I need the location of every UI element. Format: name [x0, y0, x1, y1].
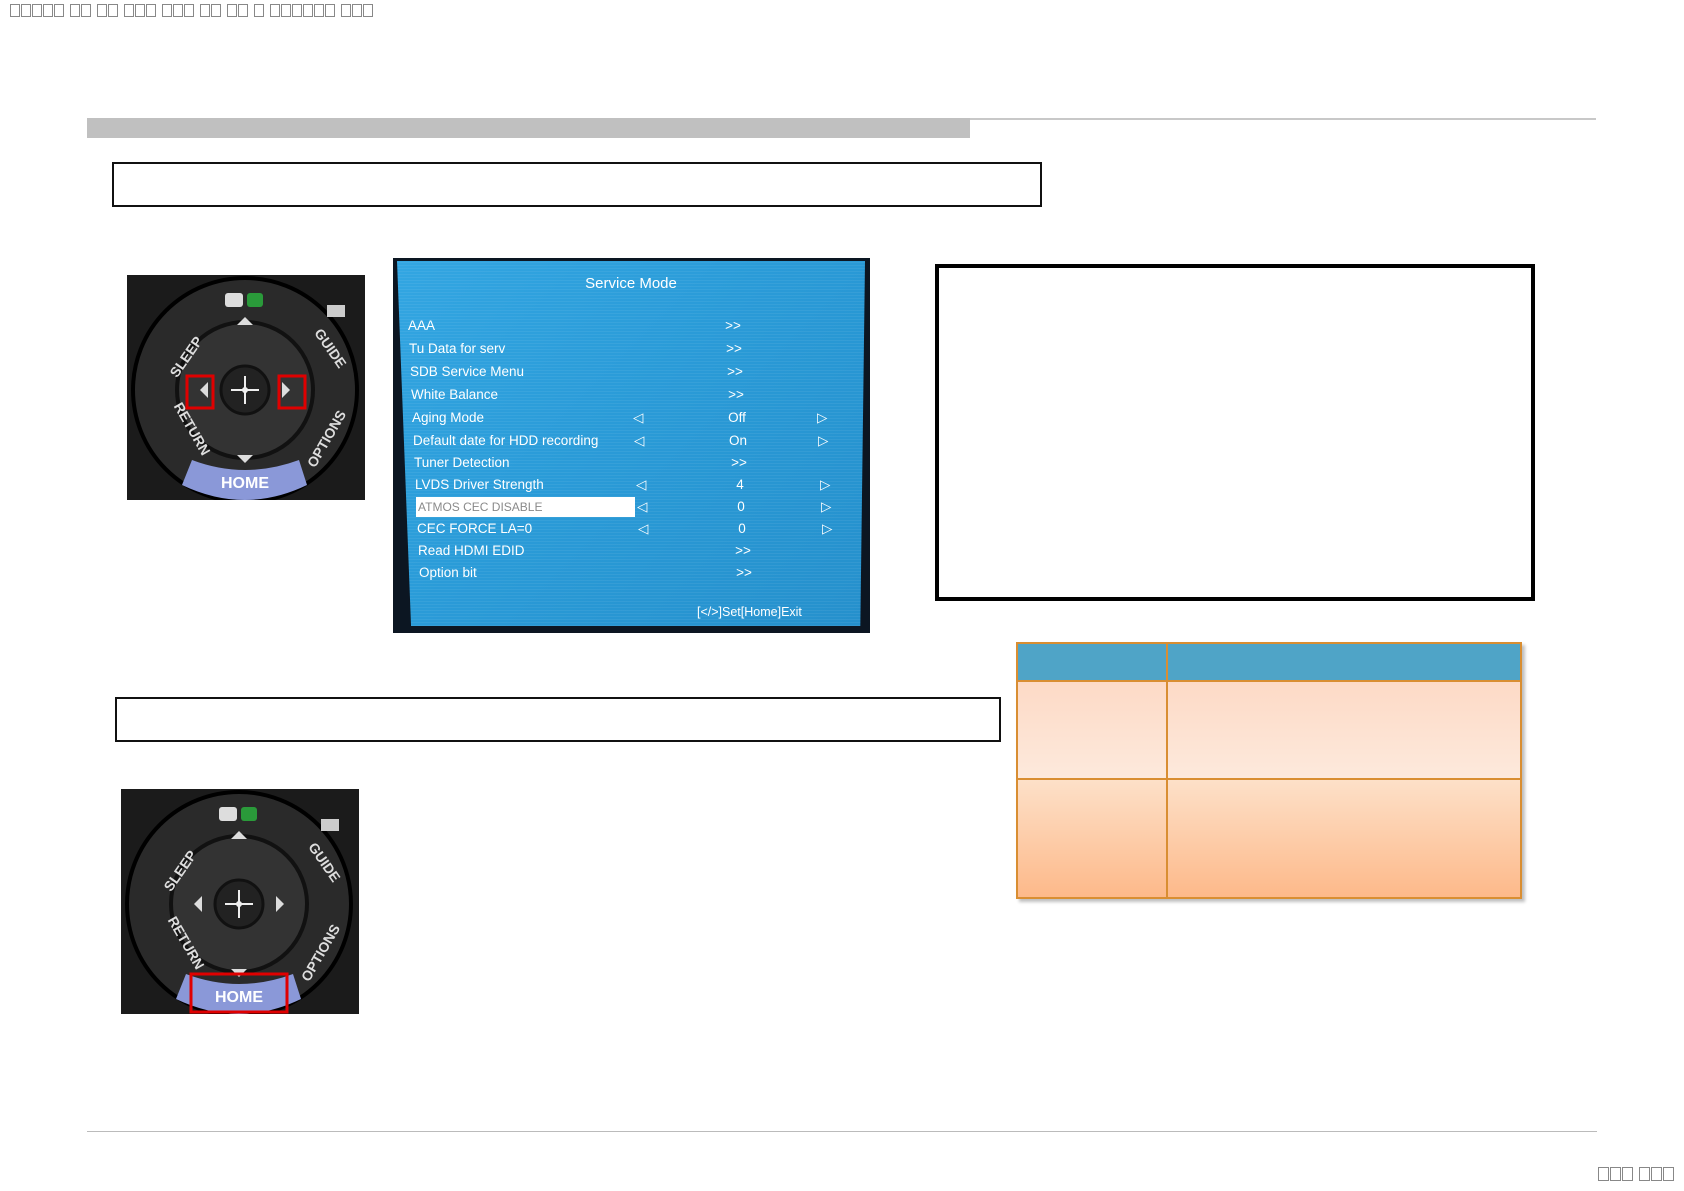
- right-arrow-highlight: [277, 374, 307, 410]
- menu-item[interactable]: Aging Mode ◁ Off ▷: [412, 410, 828, 425]
- menu-item[interactable]: Read HDMI EDID >>: [418, 543, 751, 558]
- section-title-bar: [87, 118, 970, 138]
- home-label: HOME: [221, 475, 269, 492]
- left-arrow-highlight: [185, 374, 215, 410]
- menu-item-selected[interactable]: ATMOS CEC DISABLE ◁ 0 ▷: [416, 497, 856, 517]
- table-column-divider: [1166, 644, 1168, 897]
- table-header: [1018, 644, 1520, 680]
- menu-item[interactable]: LVDS Driver Strength ◁ 4 ▷: [415, 477, 831, 492]
- table-row: [1018, 778, 1520, 897]
- menu-item[interactable]: White Balance >>: [411, 387, 744, 402]
- home-label: HOME: [215, 989, 263, 1006]
- service-mode-screen: Service Mode AAA >> Tu Data for serv >> …: [393, 258, 870, 633]
- menu-item[interactable]: Option bit >>: [419, 565, 752, 580]
- header-text: [10, 4, 373, 17]
- menu-item[interactable]: Tu Data for serv >>: [409, 341, 742, 356]
- service-mode-footer: [</>]Set[Home]Exit: [697, 605, 802, 619]
- step2-caption-box: [115, 697, 1001, 742]
- title-rule: [970, 118, 1596, 120]
- remote-home-icon: HOME SLEEP GUIDE RETURN OPTIONS: [121, 789, 359, 1014]
- step1-caption-box: [112, 162, 1042, 207]
- home-button-highlight: [189, 972, 289, 1014]
- menu-item[interactable]: Default date for HDD recording ◁ On ▷: [413, 433, 829, 448]
- menu-item[interactable]: CEC FORCE LA=0 ◁ 0 ▷: [417, 521, 833, 536]
- menu-item[interactable]: SDB Service Menu >>: [410, 364, 743, 379]
- menu-item[interactable]: AAA >>: [408, 318, 741, 333]
- info-box: [935, 264, 1535, 601]
- info-table: [1016, 642, 1522, 899]
- table-row: [1018, 680, 1520, 778]
- service-mode-title: Service Mode: [585, 275, 677, 292]
- page-footer-text: [1598, 1167, 1674, 1181]
- remote-dpad-icon: HOME SLEEP GUIDE RETURN OPTIONS: [127, 275, 365, 500]
- remote-image-home: HOME SLEEP GUIDE RETURN OPTIONS: [121, 789, 359, 1014]
- menu-item[interactable]: Tuner Detection >>: [414, 455, 747, 470]
- remote-image-arrows: HOME SLEEP GUIDE RETURN OPTIONS: [127, 275, 365, 500]
- footer-rule: [87, 1131, 1597, 1132]
